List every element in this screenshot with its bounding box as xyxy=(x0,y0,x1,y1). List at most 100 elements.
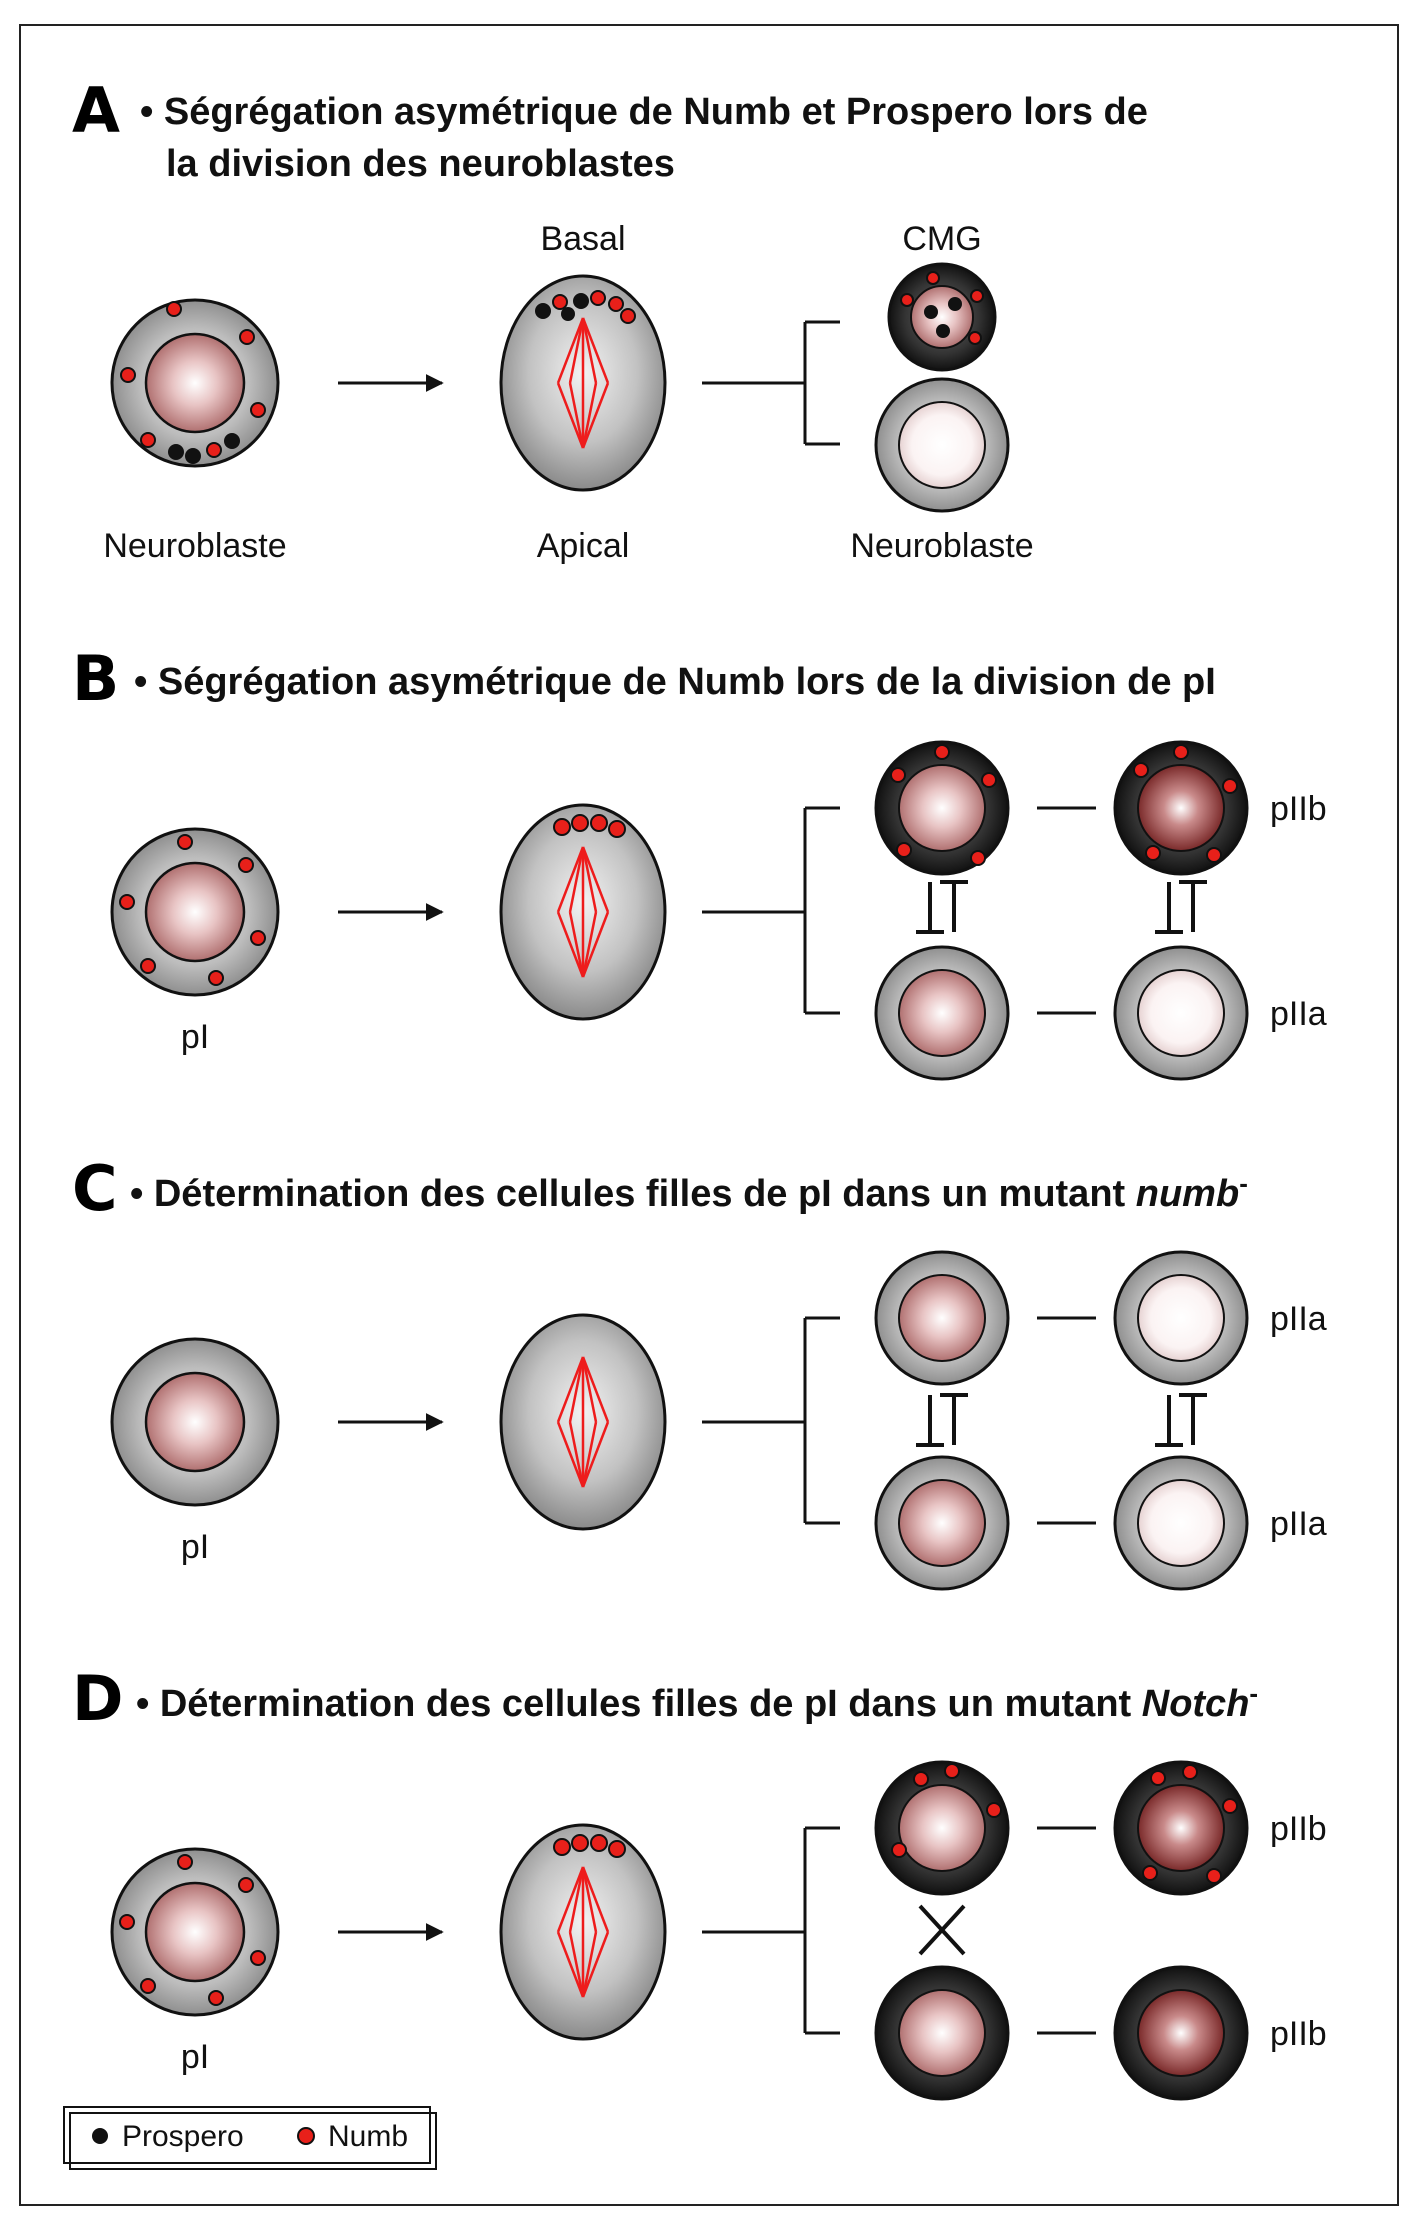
numb-dot xyxy=(1206,847,1222,863)
numb-dot xyxy=(970,289,984,303)
numb-dot xyxy=(970,850,986,866)
panel-d-title-main: • Détermination des cellules filles de p… xyxy=(136,1683,1142,1725)
numb-dot xyxy=(1150,1770,1166,1786)
numb-dot xyxy=(119,894,135,910)
panel-c: C • Détermination des cellules filles de… xyxy=(72,1152,1327,1591)
mitotic-spindle xyxy=(556,1866,610,1998)
prospero-dot xyxy=(948,297,962,311)
panel-a-bracket xyxy=(702,320,840,446)
legend-shadow xyxy=(69,2112,437,2170)
panel-c-inhibition-right xyxy=(1155,1393,1207,1447)
panel-d-bracket xyxy=(702,1826,840,2035)
numb-dot xyxy=(620,308,636,324)
numb-dot xyxy=(552,294,568,310)
panel-c-inhibition-left xyxy=(916,1393,968,1447)
numb-dot xyxy=(981,772,997,788)
numb-dot xyxy=(1173,744,1189,760)
panel-b-pi-cell xyxy=(110,827,280,997)
panel-d-label-pi: pI xyxy=(181,2038,209,2076)
panel-c-title: • Détermination des cellules filles de p… xyxy=(130,1168,1248,1215)
numb-dot xyxy=(896,842,912,858)
legend: Prospero Numb xyxy=(63,2106,437,2170)
numb-dot xyxy=(934,744,950,760)
panel-a-label-apical: Apical xyxy=(537,527,630,565)
panel-a-label-neuroblaste-right: Neuroblaste xyxy=(850,527,1033,565)
panel-a-title-line1: • Ségrégation asymétrique de Numb et Pro… xyxy=(140,91,1148,133)
panel-b-pIIa-left xyxy=(874,945,1010,1081)
panel-d-title: • Détermination des cellules filles de p… xyxy=(136,1678,1258,1725)
panel-a-letter: A xyxy=(72,74,120,147)
panel-b-dividing-cell xyxy=(499,803,667,1021)
panel-a-label-cmg: CMG xyxy=(902,220,981,258)
panel-c-label-row1: pIIa xyxy=(1270,1300,1327,1338)
panel-b-title: • Ségrégation asymétrique de Numb lors d… xyxy=(134,661,1216,703)
numb-dot xyxy=(590,1834,608,1852)
numb-dot xyxy=(913,1771,929,1787)
numb-dot xyxy=(926,271,940,285)
numb-dot xyxy=(206,442,222,458)
numb-dot xyxy=(166,301,182,317)
numb-dot xyxy=(968,331,982,345)
panel-b-inhibition-right xyxy=(1155,880,1207,934)
panel-d-pi-cell xyxy=(110,1847,280,2017)
numb-dot xyxy=(1222,778,1238,794)
legend-numb-label: Numb xyxy=(328,2120,408,2153)
panel-d-row2-left xyxy=(874,1965,1010,2101)
numb-dot xyxy=(238,1877,254,1893)
numb-dot xyxy=(608,1840,626,1858)
panel-d-letter: D xyxy=(72,1662,123,1735)
panel-a: A • Ségrégation asymétrique de Numb et P… xyxy=(72,74,1148,565)
panel-b-pIIb-right xyxy=(1113,740,1249,876)
panel-d-title-sup: - xyxy=(1249,1678,1258,1708)
panel-a-neuroblast-daughter xyxy=(874,377,1010,513)
numb-dot xyxy=(250,402,266,418)
numb-dot xyxy=(900,293,914,307)
numb-dot xyxy=(238,857,254,873)
panel-c-row2-left xyxy=(874,1455,1010,1591)
numb-dot xyxy=(891,1842,907,1858)
numb-dot xyxy=(250,930,266,946)
prospero-dot xyxy=(561,307,575,321)
mitotic-spindle xyxy=(556,1356,610,1488)
mitotic-spindle xyxy=(556,846,610,978)
panel-d-title-gene: Notch xyxy=(1142,1683,1250,1725)
panel-b-bracket xyxy=(702,806,840,1015)
panel-a-cmg-cell xyxy=(887,262,997,372)
numb-dot xyxy=(1222,1798,1238,1814)
numb-dot xyxy=(608,820,626,838)
panel-d-no-signaling-cross xyxy=(918,1904,966,1956)
panel-c-bracket xyxy=(702,1316,840,1525)
numb-dot xyxy=(1133,762,1149,778)
panel-d-label-row2: pIIb xyxy=(1270,2015,1327,2053)
numb-dot xyxy=(250,1950,266,1966)
panel-c-title-gene: numb xyxy=(1136,1173,1239,1215)
prospero-dot xyxy=(535,303,551,319)
numb-dot xyxy=(944,1763,960,1779)
numb-dot xyxy=(608,296,624,312)
numb-dot xyxy=(140,432,156,448)
panel-d-row2-right xyxy=(1113,1965,1249,2101)
numb-dot xyxy=(986,1802,1002,1818)
prospero-dot xyxy=(168,444,184,460)
panel-c-letter: C xyxy=(72,1152,118,1225)
prospero-dot xyxy=(924,305,938,319)
prospero-dot xyxy=(185,448,201,464)
panel-c-dividing-cell xyxy=(499,1313,667,1531)
panel-c-row1-right xyxy=(1113,1250,1249,1386)
numb-dot xyxy=(553,818,571,836)
numb-dot xyxy=(140,1978,156,1994)
numb-dot xyxy=(590,814,608,832)
panel-c-pi-cell xyxy=(110,1337,280,1507)
numb-dot xyxy=(208,1990,224,2006)
panel-b-label-pi: pI xyxy=(181,1018,209,1056)
numb-dot xyxy=(208,970,224,986)
panel-a-label-neuroblaste-left: Neuroblaste xyxy=(103,527,286,565)
panel-b-pIIa-right xyxy=(1113,945,1249,1081)
panel-d: D • Détermination des cellules filles de… xyxy=(72,1662,1327,2101)
numb-legend-swatch xyxy=(297,2127,315,2145)
legend-box xyxy=(63,2106,431,2164)
panel-c-label-row2: pIIa xyxy=(1270,1505,1327,1543)
numb-dot xyxy=(571,1834,589,1852)
numb-dot xyxy=(1142,1865,1158,1881)
